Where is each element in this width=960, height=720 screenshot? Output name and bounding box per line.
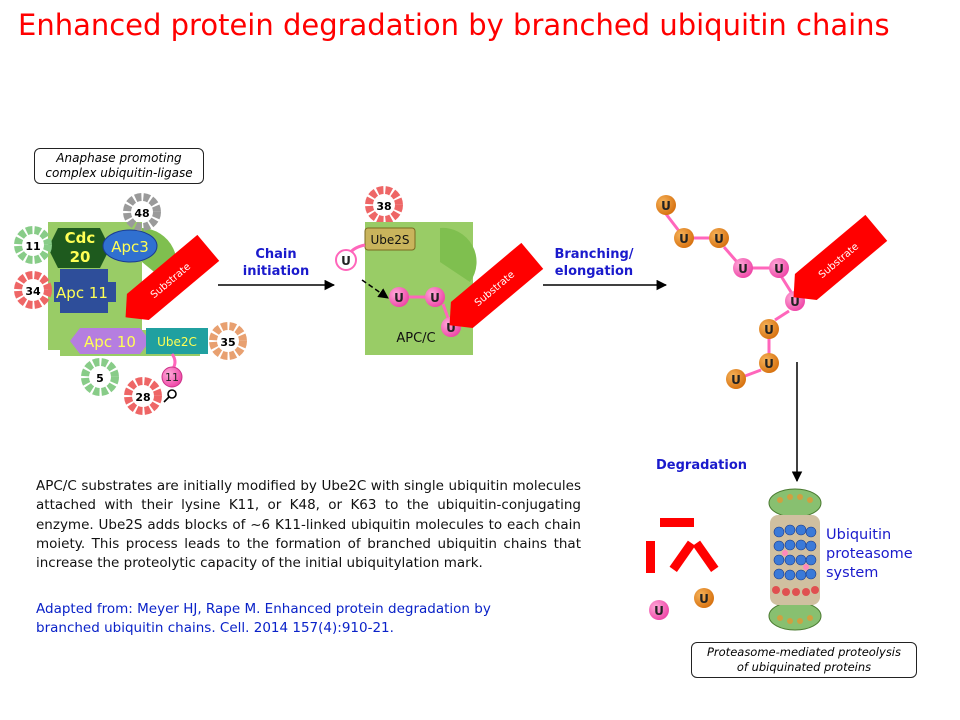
cdc20-label-a: Cdc — [65, 229, 96, 247]
satellite-34-label: 34 — [25, 285, 41, 298]
branching-label: Branching/ elongation — [546, 246, 642, 280]
satellite-35-label: 35 — [220, 336, 235, 349]
ubiquitin-free-label: U — [341, 254, 351, 268]
satellite-11: 11 — [14, 226, 52, 264]
description-text: APC/C substrates are initially modified … — [36, 478, 581, 572]
ups-line2: proteasome — [826, 546, 913, 562]
chain-initiation-label: Chain initiation — [228, 246, 324, 280]
svg-text:U: U — [394, 291, 404, 305]
branching-line1: Branching/ — [554, 247, 634, 262]
satellite-34: 34 — [14, 271, 52, 309]
ubiquitin-p3-2: U — [674, 228, 694, 248]
svg-text:U: U — [430, 291, 440, 305]
ubiquitin-p3-9: U — [726, 369, 746, 389]
ups-label: Ubiquitin proteasome system — [826, 526, 913, 583]
apc3-subunit — [102, 229, 158, 263]
ubiquitin-free — [335, 249, 357, 271]
magnifier-icon — [167, 389, 177, 399]
ubiquitin-p2-a — [389, 287, 409, 307]
citation-text: Adapted from: Meyer HJ, Rape M. Enhanced… — [36, 601, 491, 637]
svg-text:U: U — [764, 323, 774, 337]
svg-text:U: U — [790, 295, 800, 309]
apc10-label: Apc 10 — [84, 333, 136, 351]
branched-chain: U U U U U U U U U Substrate — [656, 195, 888, 389]
cdc20-label-b: 20 — [70, 248, 91, 266]
apc10-subunit — [70, 328, 150, 354]
k11-label: 11 — [165, 371, 179, 384]
chain-initiation-line2: initiation — [242, 264, 310, 279]
branching-line2: elongation — [554, 264, 634, 279]
ubiquitin-p3-1: U — [656, 195, 676, 215]
satellite-38: 38 — [365, 186, 403, 224]
ubiquitin-fragment-orange: U — [694, 588, 714, 608]
apcc-panel-2: Ube2S APC/C U U U U Substrate — [335, 222, 544, 355]
apc3-label: Apc3 — [111, 238, 149, 256]
apc11-label: Apc 11 — [56, 284, 108, 302]
ube2c-label: Ube2C — [157, 335, 197, 349]
satellite-38-label: 38 — [376, 200, 391, 213]
satellite-48: 48 — [123, 193, 161, 231]
svg-text:U: U — [699, 592, 709, 606]
apc-caption-line2: complex ubiquitin-ligase — [45, 166, 193, 180]
satellite-35: 35 — [209, 322, 247, 360]
page-title: Enhanced protein degradation by branched… — [18, 8, 890, 42]
ube2s-enzyme — [364, 227, 416, 251]
ubiquitin-p3-3: U — [709, 228, 729, 248]
degradation-fragments: U U — [646, 518, 719, 620]
svg-text:U: U — [654, 604, 664, 618]
ups-line1: Ubiquitin — [826, 527, 892, 543]
ubiquitin-p3-7: U — [759, 319, 779, 339]
apcc-label: APC/C — [396, 331, 435, 346]
svg-text:U: U — [731, 373, 741, 387]
apc-caption-line1: Anaphase promoting — [56, 151, 182, 165]
svg-text:U: U — [774, 262, 784, 276]
svg-text:U: U — [714, 232, 724, 246]
svg-text:U: U — [738, 262, 748, 276]
satellite-48-label: 48 — [134, 207, 149, 220]
ube2s-label: Ube2S — [370, 233, 409, 247]
substrate-3: Substrate — [793, 214, 888, 301]
satellite-5-label: 5 — [96, 372, 104, 385]
svg-text:U: U — [764, 357, 774, 371]
proteolysis-caption-line1: Proteasome-mediated proteolysis — [706, 645, 901, 659]
ups-line3: system — [826, 565, 879, 581]
proteolysis-caption-line2: of ubiquinated proteins — [736, 660, 872, 674]
chain-initiation-line1: Chain — [255, 247, 297, 262]
apc-complex: Cdc 20 Apc3 Apc 11 Apc 10 Ube2C 11 Subst… — [48, 222, 220, 403]
apc-caption-box: Anaphase promoting complex ubiquitin-lig… — [34, 148, 204, 184]
proteasome — [768, 488, 822, 631]
satellite-28-label: 28 — [135, 391, 150, 404]
satellite-11-label: 11 — [25, 240, 40, 253]
ubiquitin-p3-8: U — [759, 353, 779, 373]
ube2c-subunit — [146, 328, 208, 354]
degradation-label: Degradation — [656, 458, 748, 473]
ubiquitin-p3-4: U — [733, 258, 753, 278]
proteolysis-caption-box: Proteasome-mediated proteolysis of ubiqu… — [691, 642, 917, 678]
satellite-28: 28 — [124, 377, 162, 415]
svg-text:U: U — [446, 321, 456, 335]
ubiquitin-fragment-pink: U — [649, 600, 669, 620]
svg-text:U: U — [679, 232, 689, 246]
k11-ubiquitin — [161, 366, 183, 388]
ubiquitin-p2-b — [425, 287, 445, 307]
satellite-5: 5 — [81, 358, 119, 396]
svg-text:U: U — [661, 199, 671, 213]
ubiquitin-p3-5: U — [769, 258, 789, 278]
cdc20-subunit — [48, 228, 110, 268]
